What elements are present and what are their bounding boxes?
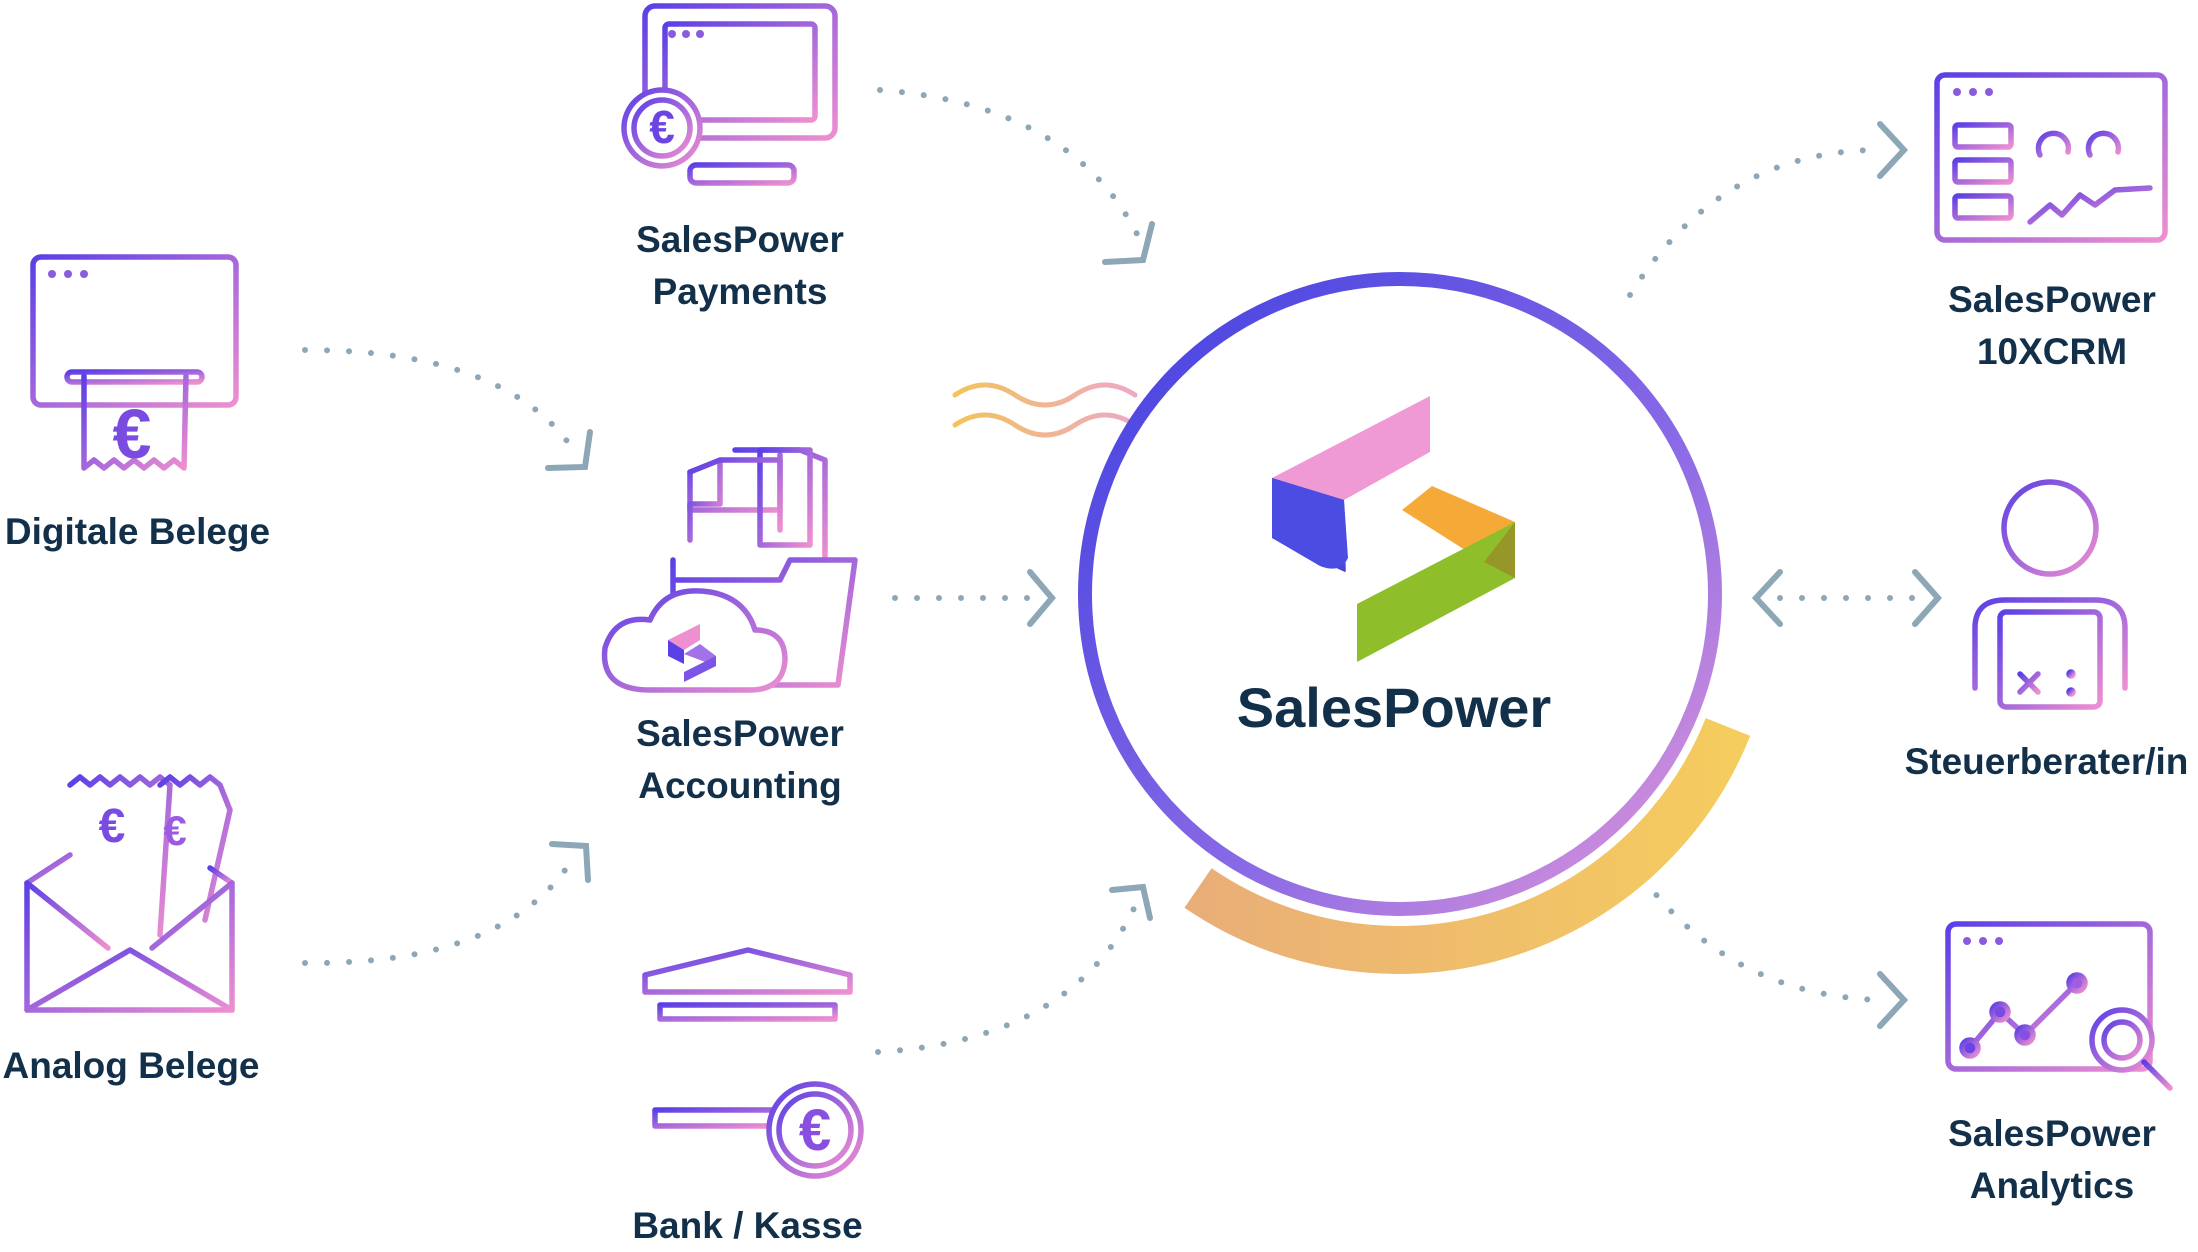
bank-euro-icon: € <box>642 947 864 1179</box>
arrow-head <box>1877 121 1909 179</box>
node-label-line: Analytics <box>1969 1165 2135 1206</box>
window-dots <box>668 30 704 38</box>
node-label-line: Bank / Kasse <box>632 1205 863 1246</box>
node-label-line: SalesPower <box>1948 1113 2156 1154</box>
node-label-line: SalesPower <box>1948 279 2156 320</box>
arrow-head <box>545 429 593 471</box>
window-dots <box>1953 88 1993 96</box>
node-label-analytics: SalesPower Analytics <box>1912 1108 2192 1212</box>
node-label-line: 10XCRM <box>1976 331 2128 372</box>
arrow-analog-to-accounting <box>302 857 575 967</box>
node-label-bank: Bank / Kasse <box>605 1200 890 1252</box>
node-label-line: SalesPower <box>636 219 844 260</box>
folder-cloud-icon <box>601 447 858 693</box>
arrow-head <box>549 841 591 883</box>
svg-text:€: € <box>163 807 186 854</box>
node-label-line: SalesPower <box>636 713 844 754</box>
node-label-accounting: SalesPower Accounting <box>600 708 880 812</box>
node-label-line: Payments <box>652 271 828 312</box>
arrow-digitale-to-accounting <box>302 347 573 448</box>
arrow-head <box>1109 883 1153 921</box>
arrow-payments-to-center <box>877 87 1143 243</box>
browser-receipt-icon: € <box>30 254 239 473</box>
svg-text:€: € <box>113 395 152 473</box>
arc-decoration <box>1184 718 1751 974</box>
arrow-head <box>1877 971 1909 1029</box>
svg-text:€: € <box>649 101 675 153</box>
node-label-steuer: Steuerberater/in <box>1895 736 2198 788</box>
arrow-center-to-crm <box>1627 147 1883 298</box>
analytics-search-icon <box>1945 921 2173 1091</box>
node-label-digitale: Digitale Belege <box>0 506 275 558</box>
advisor-calculator-icon <box>1972 479 2128 710</box>
node-label-crm: SalesPower 10XCRM <box>1912 274 2192 378</box>
node-label-line: Steuerberater/in <box>1904 741 2189 782</box>
node-label-line: Accounting <box>638 765 842 806</box>
arrow-head <box>1027 569 1056 627</box>
arrow-center-to-analytics <box>1627 857 1883 1003</box>
svg-text:€: € <box>99 800 126 853</box>
arrow-head <box>1751 569 1783 627</box>
wave-decoration <box>952 382 1138 438</box>
crm-dashboard-icon <box>1934 72 2168 243</box>
monitor-euro-icon: € <box>621 3 838 186</box>
node-label-line: Analog Belege <box>2 1045 260 1086</box>
svg-text:€: € <box>799 1098 831 1163</box>
node-label-analog: Analog Belege <box>0 1040 262 1092</box>
center-title: SalesPower <box>1236 676 1552 739</box>
arrow-head <box>1912 569 1943 627</box>
arrow-head <box>1102 221 1155 265</box>
window-dots <box>48 270 88 278</box>
node-label-line: Digitale Belege <box>4 511 271 552</box>
envelope-receipts-icon: € € <box>24 774 235 1013</box>
node-label-payments: SalesPower Payments <box>600 214 880 318</box>
arrow-bank-to-center <box>875 892 1143 1055</box>
salespower-logo <box>1272 396 1515 662</box>
window-dots <box>1963 937 2003 945</box>
